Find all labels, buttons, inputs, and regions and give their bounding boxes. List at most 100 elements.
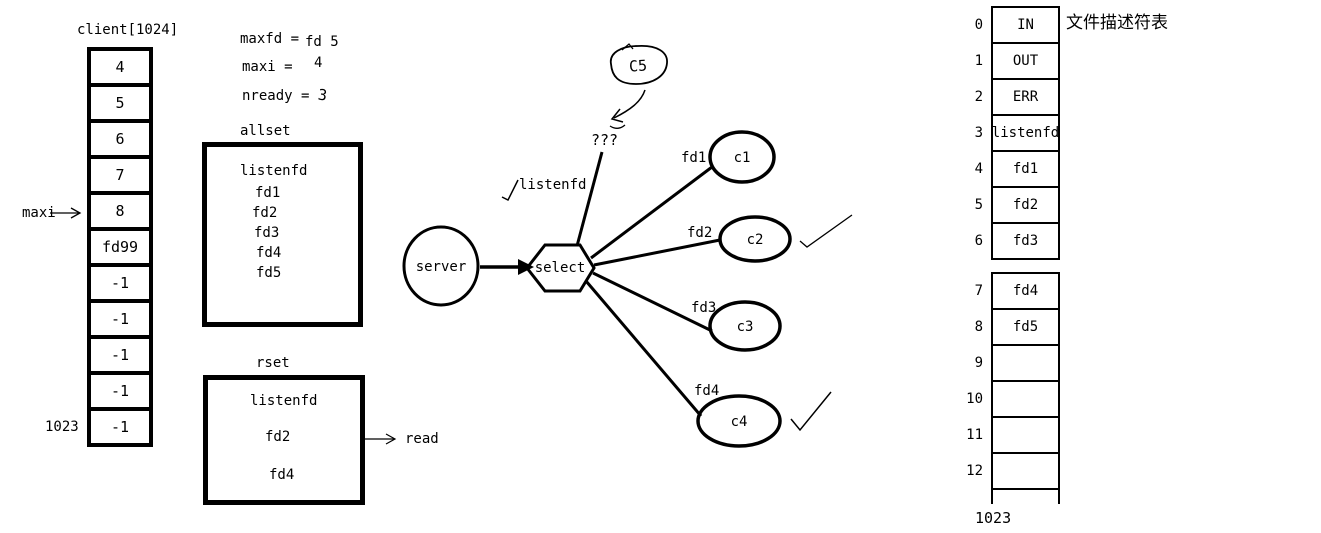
edge-label-fd3: fd3 bbox=[691, 300, 716, 316]
client-node-c1-label: c1 bbox=[734, 150, 751, 166]
allset-item: fd3 bbox=[254, 225, 280, 241]
cloud-top-mark-icon bbox=[621, 43, 634, 51]
fd-table-continuation bbox=[991, 490, 1060, 504]
rset-item: listenfd bbox=[250, 393, 318, 409]
maxfd-value: fd 5 bbox=[305, 34, 339, 50]
server-node-label: server bbox=[416, 259, 467, 275]
fd-table-last-index: 1023 bbox=[975, 509, 1012, 527]
client-cell: fd99 bbox=[87, 227, 153, 267]
question-marks: ??? bbox=[591, 131, 619, 149]
fd-cell: ERR bbox=[991, 78, 1060, 116]
fd-index: 11 bbox=[966, 427, 983, 443]
fd-row: 10 bbox=[951, 380, 1060, 418]
edge-label-fd4: fd4 bbox=[694, 383, 719, 399]
fd-cell: IN bbox=[991, 6, 1060, 44]
fd-index: 3 bbox=[974, 125, 983, 141]
allset-item: fd5 bbox=[256, 265, 282, 281]
fd-table-title: 文件描述符表 bbox=[1066, 13, 1168, 33]
fd-index: 0 bbox=[974, 17, 983, 33]
fd-row: 4 fd1 bbox=[951, 150, 1060, 188]
fd-cell: fd4 bbox=[991, 272, 1060, 310]
client-array: 4 5 6 7 8 fd99 -1 -1 -1 -1 -1 bbox=[87, 47, 153, 447]
fd-index: 7 bbox=[974, 283, 983, 299]
nready-label: nready = bbox=[242, 88, 310, 104]
client-node-c3-label: c3 bbox=[737, 319, 754, 335]
client-cell: 8 bbox=[87, 191, 153, 231]
maxi-arrowhead-icon bbox=[70, 207, 82, 219]
maxi-value: 4 bbox=[314, 55, 323, 71]
fd-row: 7 fd4 bbox=[951, 272, 1060, 310]
edge-label-fd1: fd1 bbox=[681, 150, 706, 166]
select-node-label: select bbox=[535, 260, 586, 276]
maxi-pointer-label: maxi bbox=[22, 205, 56, 221]
connection-line-fd2 bbox=[593, 238, 721, 267]
fd-cell bbox=[991, 416, 1060, 454]
fd-row: 1 OUT bbox=[951, 42, 1060, 80]
rset-item: fd2 bbox=[265, 429, 291, 445]
fd-table-block-b: 7 fd4 8 fd5 9 10 11 12 bbox=[951, 272, 1060, 490]
checkmark-icon bbox=[790, 391, 832, 432]
client-node-c2-label: c2 bbox=[747, 232, 764, 248]
rset-title: rset bbox=[256, 355, 290, 371]
fd-index: 9 bbox=[974, 355, 983, 371]
maxfd-label: maxfd = bbox=[240, 31, 300, 47]
client-cell: -1 bbox=[87, 407, 153, 447]
client-cell: 4 bbox=[87, 47, 153, 87]
client-cell: -1 bbox=[87, 299, 153, 339]
connection-line-listenfd bbox=[575, 151, 604, 247]
fd-index: 1 bbox=[974, 53, 983, 69]
read-label: read bbox=[405, 431, 439, 447]
fd-cell: listenfd bbox=[991, 114, 1060, 152]
edge-label-fd2: fd2 bbox=[687, 225, 712, 241]
client-node-c1-shape bbox=[708, 130, 776, 184]
connection-line-fd3 bbox=[592, 271, 713, 333]
fd-index: 4 bbox=[974, 161, 983, 177]
fd-index: 5 bbox=[974, 197, 983, 213]
allset-item: fd2 bbox=[252, 205, 278, 221]
rset-box: listenfd fd2 fd4 bbox=[203, 375, 365, 505]
client-cell: -1 bbox=[87, 263, 153, 303]
client-cell: 7 bbox=[87, 155, 153, 195]
cloud-c5-label: C5 bbox=[628, 56, 647, 75]
fd-row: 3 listenfd bbox=[951, 114, 1060, 152]
client-array-last-index: 1023 bbox=[45, 419, 79, 435]
fd-table-block-a: 0 IN 1 OUT 2 ERR 3 listenfd 4 fd1 5 fd2 … bbox=[951, 6, 1060, 260]
listenfd-ready-label: listenfd bbox=[519, 177, 587, 193]
fd-cell: OUT bbox=[991, 42, 1060, 80]
fd-row: 11 bbox=[951, 416, 1060, 454]
fd-cell bbox=[991, 344, 1060, 382]
fd-cell bbox=[991, 452, 1060, 490]
allset-box: listenfd fd1 fd2 fd3 fd4 fd5 bbox=[202, 142, 363, 327]
fd-index: 6 bbox=[974, 233, 983, 249]
cloud-arrow-curl-icon bbox=[609, 124, 626, 129]
fd-index: 2 bbox=[974, 89, 983, 105]
client-cell: 6 bbox=[87, 119, 153, 159]
cloud-arrow-icon bbox=[613, 89, 646, 119]
fd-index: 10 bbox=[966, 391, 983, 407]
fd-cell: fd2 bbox=[991, 186, 1060, 224]
fd-row: 12 bbox=[951, 452, 1060, 490]
allset-item: listenfd bbox=[240, 163, 308, 179]
cloud-arrowhead-icon bbox=[610, 108, 624, 123]
client-node-c2-shape bbox=[718, 215, 792, 263]
fd-cell: fd1 bbox=[991, 150, 1060, 188]
client-array-title: client[1024] bbox=[77, 22, 179, 38]
client-cell: -1 bbox=[87, 371, 153, 411]
read-arrowhead-icon bbox=[385, 433, 397, 445]
connection-line-fd4 bbox=[584, 280, 703, 417]
fd-cell: fd5 bbox=[991, 308, 1060, 346]
fd-row: 5 fd2 bbox=[951, 186, 1060, 224]
select-node-shape bbox=[525, 243, 596, 293]
rset-item: fd4 bbox=[269, 467, 295, 483]
server-node-shape bbox=[402, 225, 480, 307]
client-node-c4-shape bbox=[696, 394, 782, 448]
connection-line-fd1 bbox=[590, 165, 713, 260]
fd-row: 6 fd3 bbox=[951, 222, 1060, 260]
client-node-c4-label: c4 bbox=[731, 414, 748, 430]
client-node-c3-shape bbox=[708, 300, 782, 352]
fd-row: 0 IN bbox=[951, 6, 1060, 44]
allset-item: fd4 bbox=[256, 245, 282, 261]
maxi-label: maxi = bbox=[242, 59, 293, 75]
